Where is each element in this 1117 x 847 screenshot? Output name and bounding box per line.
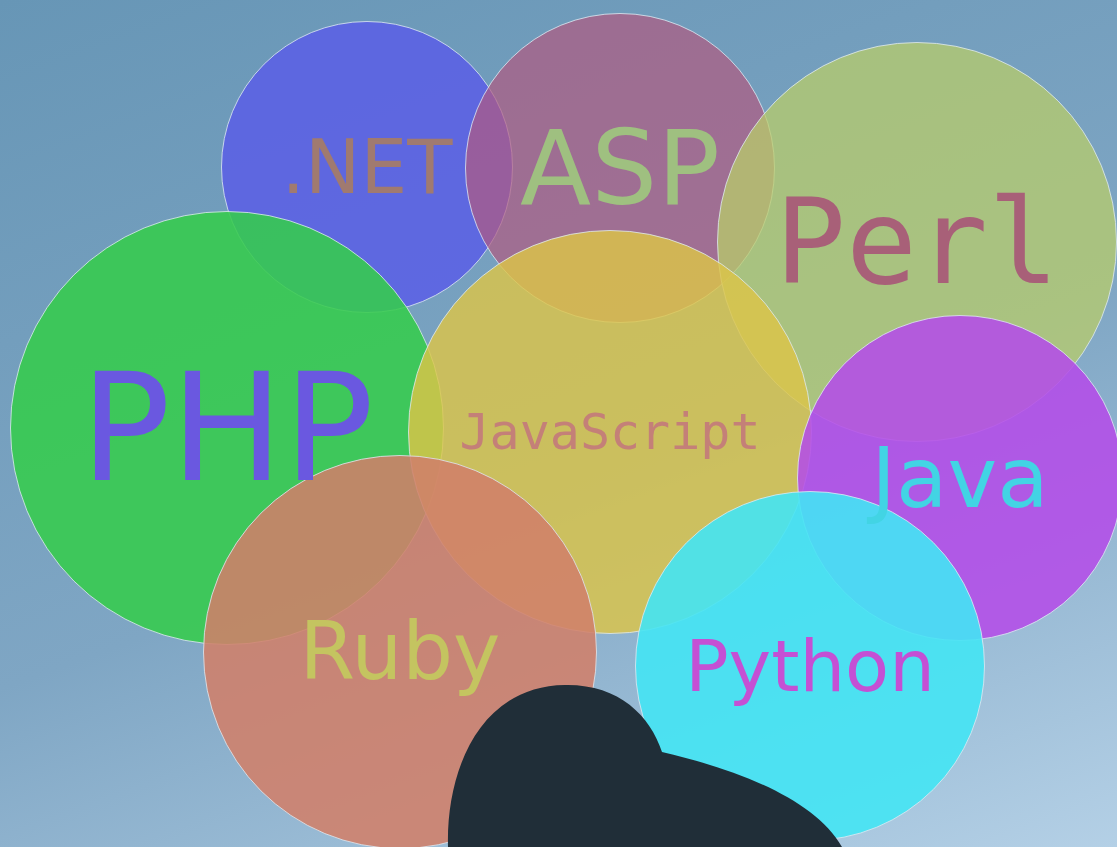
language-name: .NET	[282, 130, 453, 204]
language-name: JavaScript	[459, 407, 760, 457]
language-name: PHP	[80, 353, 374, 503]
language-name: Python	[685, 630, 935, 702]
language-name: Java	[871, 436, 1048, 520]
language-name: Perl	[775, 183, 1059, 301]
language-name: Ruby	[300, 612, 501, 692]
language-name: ASP	[520, 116, 720, 220]
